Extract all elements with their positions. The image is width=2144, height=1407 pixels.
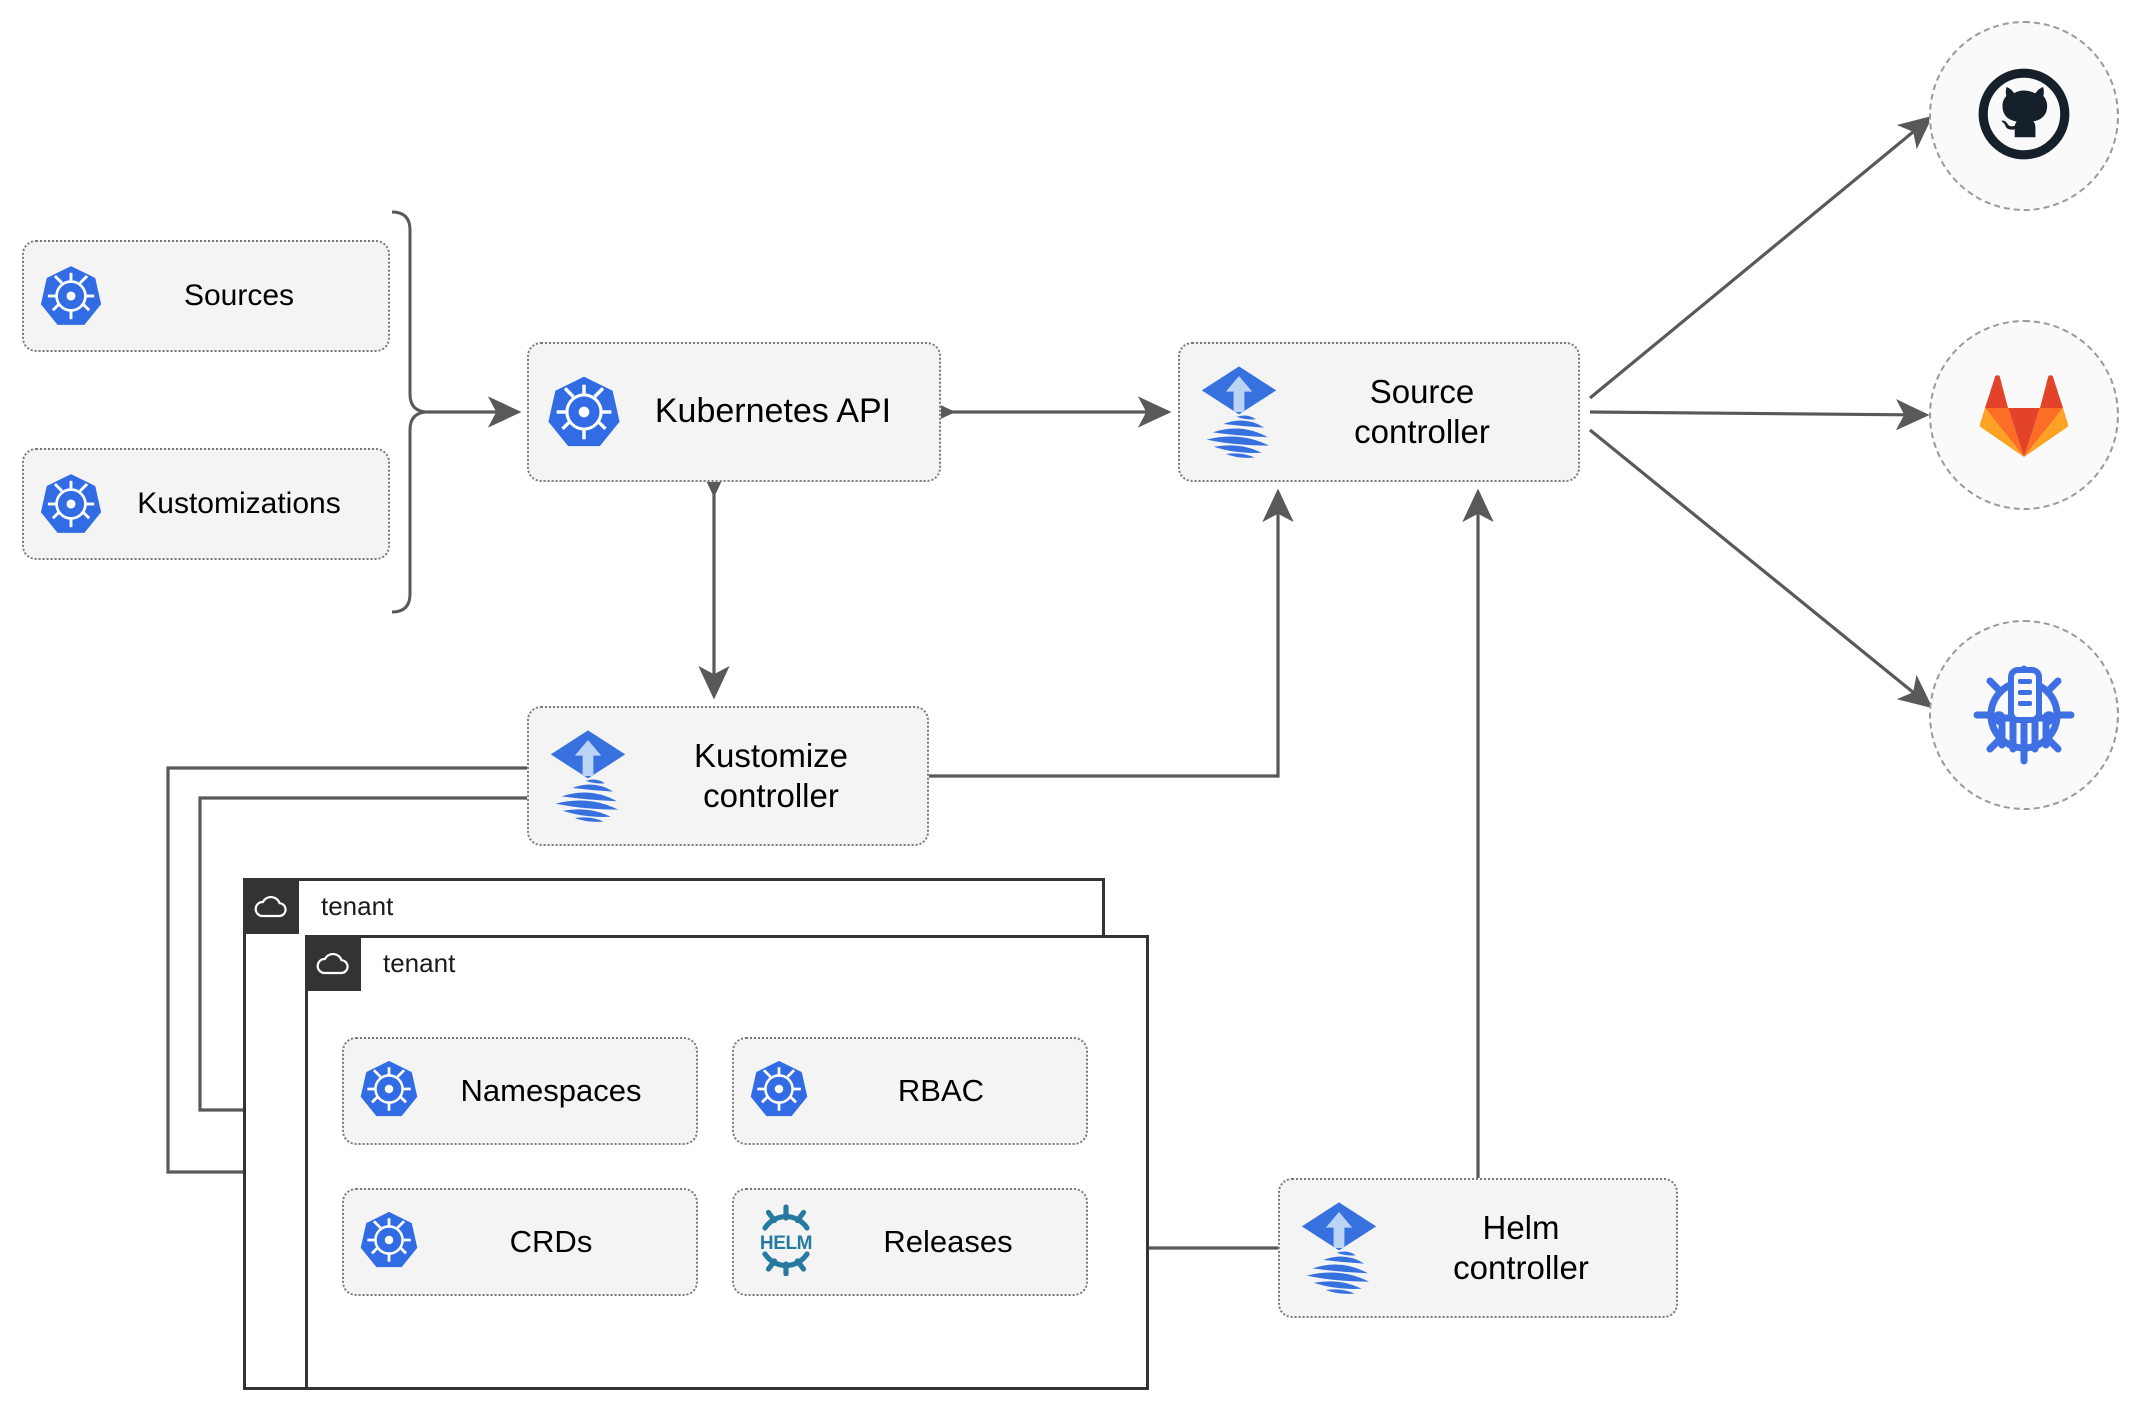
cloud-icon xyxy=(243,878,299,934)
node-source-controller[interactable]: Source controller xyxy=(1178,342,1580,482)
node-label: Source controller xyxy=(1354,372,1490,450)
bucket-icon xyxy=(1969,659,2079,772)
cloud-icon xyxy=(305,935,361,991)
kubernetes-icon xyxy=(358,1209,420,1276)
tile-label: RBAC xyxy=(897,1073,985,1108)
node-label: Kustomize controller xyxy=(693,736,849,814)
flux-icon xyxy=(1196,364,1282,460)
node-kubernetes-api[interactable]: Kubernetes API xyxy=(527,342,941,482)
github-icon xyxy=(1973,63,2075,170)
provider-gitlab[interactable] xyxy=(1929,320,2119,510)
kubernetes-icon xyxy=(748,1058,810,1125)
kubernetes-icon xyxy=(38,263,104,329)
node-label: Kubernetes API xyxy=(654,392,892,431)
node-label: Sources xyxy=(183,278,295,312)
group-brace xyxy=(391,210,429,614)
tenant-label: tenant xyxy=(383,947,456,978)
tile-crds[interactable]: CRDs xyxy=(342,1188,698,1296)
tenant-header: tenant xyxy=(305,935,455,991)
node-label: Kustomizations xyxy=(137,486,341,520)
tile-namespaces[interactable]: Namespaces xyxy=(342,1037,698,1145)
tile-label: Namespaces xyxy=(460,1073,642,1108)
edge-sourcectl-gitlab xyxy=(1589,399,1930,431)
kubernetes-icon xyxy=(358,1058,420,1125)
edge-kustomizectl-sourcectl xyxy=(929,488,1294,778)
node-label: Helm controller xyxy=(1453,1208,1589,1286)
node-kustomize-controller[interactable]: Kustomize controller xyxy=(527,706,929,846)
svg-text:HELM: HELM xyxy=(760,1233,812,1254)
tile-releases[interactable]: HELM Releases xyxy=(732,1188,1088,1296)
provider-github[interactable] xyxy=(1929,21,2119,211)
helm-icon: HELM xyxy=(748,1203,824,1281)
gitlab-icon xyxy=(1972,365,2076,466)
tenant-container-inner[interactable]: tenant xyxy=(305,935,1149,1390)
node-helm-controller[interactable]: Helm controller xyxy=(1278,1178,1678,1318)
provider-bucket[interactable] xyxy=(1929,620,2119,810)
node-sources[interactable]: Sources xyxy=(22,240,390,352)
tile-label: CRDs xyxy=(509,1224,593,1259)
flux-icon xyxy=(545,728,631,824)
edge-sourcectl-github xyxy=(1588,115,1933,400)
tenant-header: tenant xyxy=(243,878,393,934)
kubernetes-icon xyxy=(545,373,623,451)
edge-sourcectl-bucket xyxy=(1588,428,1933,709)
node-kustomizations[interactable]: Kustomizations xyxy=(22,448,390,560)
flux-icon xyxy=(1296,1200,1382,1296)
tenant-label: tenant xyxy=(321,890,394,921)
kubernetes-icon xyxy=(38,471,104,537)
tile-rbac[interactable]: RBAC xyxy=(732,1037,1088,1145)
tile-label: Releases xyxy=(883,1224,1013,1259)
